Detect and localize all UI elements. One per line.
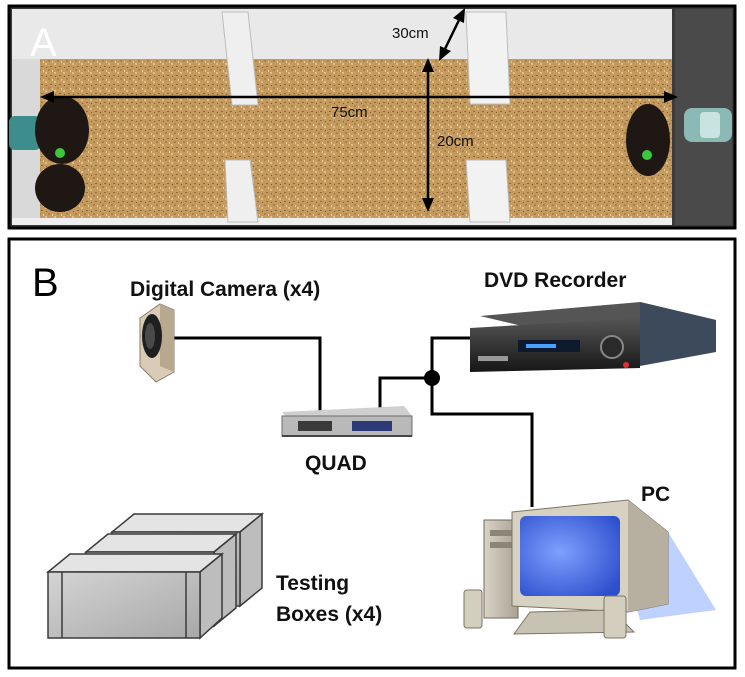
quad-icon (281, 406, 413, 437)
dvd-label: DVD Recorder (484, 269, 626, 292)
panel-a-label: A (30, 21, 57, 65)
panel-a: A 30cm 75cm 20cm (7, 4, 737, 230)
length-label: 75cm (331, 104, 368, 121)
sawdust-floor (40, 58, 672, 218)
camera-label: Digital Camera (x4) (130, 278, 320, 301)
compartment-label: 20cm (437, 133, 474, 150)
boxes-label-line2: Boxes (x4) (276, 603, 382, 626)
water-bottle-left (9, 116, 41, 150)
mice (35, 96, 670, 212)
compartment-arrow (422, 58, 434, 212)
pc-icon (463, 499, 716, 639)
testing-boxes-icon (45, 512, 265, 640)
pc-label: PC (641, 483, 670, 506)
width-label: 30cm (392, 25, 429, 42)
length-arrow (40, 91, 678, 103)
pc-screen (520, 516, 620, 596)
camera-icon (139, 303, 175, 383)
panel-b-label: B (32, 261, 59, 305)
dvd-recorder-icon (470, 302, 716, 372)
quad-label: QUAD (305, 452, 367, 475)
partitions (221, 11, 511, 223)
panel-b: B Digital Camera (x4) DVD R (7, 237, 737, 670)
junction-node (424, 370, 440, 386)
connection-wires (170, 336, 534, 507)
boxes-label-line1: Testing (276, 572, 349, 595)
width-arrow (439, 8, 465, 61)
